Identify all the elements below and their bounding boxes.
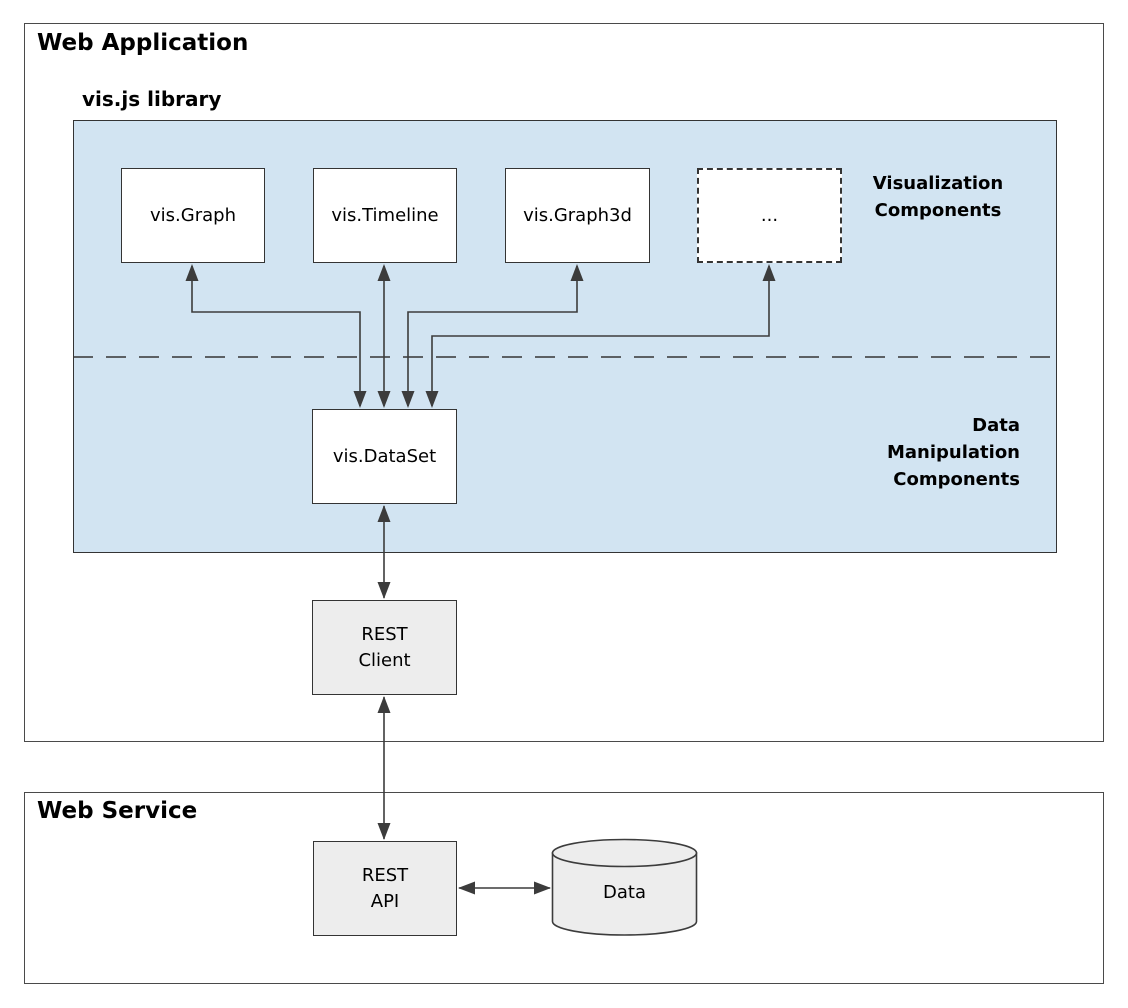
node-label: vis.Timeline bbox=[331, 204, 439, 226]
node-vis-timeline: vis.Timeline bbox=[313, 168, 457, 263]
label-line: Visualization bbox=[872, 173, 1004, 194]
visualization-components-label: Visualization Components bbox=[838, 170, 1038, 224]
node-placeholder: ... bbox=[697, 168, 842, 263]
node-label: ... bbox=[760, 204, 779, 226]
data-cylinder-label: Data bbox=[603, 882, 646, 903]
node-label-line: Client bbox=[358, 649, 411, 671]
web-application-title: Web Application bbox=[37, 30, 249, 56]
node-vis-graph: vis.Graph bbox=[121, 168, 265, 263]
label-line: Data bbox=[972, 415, 1020, 436]
node-vis-graph3d: vis.Graph3d bbox=[505, 168, 650, 263]
node-label-line: API bbox=[370, 890, 400, 912]
label-line: Components bbox=[874, 200, 1002, 221]
node-label-line: REST bbox=[361, 864, 409, 886]
data-manipulation-components-label: Data Manipulation Components bbox=[820, 412, 1020, 493]
node-label: vis.DataSet bbox=[332, 445, 437, 467]
web-service-title: Web Service bbox=[37, 798, 198, 824]
node-rest-client: REST Client bbox=[312, 600, 457, 695]
node-vis-dataset: vis.DataSet bbox=[312, 409, 457, 504]
web-service-box bbox=[24, 792, 1104, 984]
node-rest-api: REST API bbox=[313, 841, 457, 936]
web-application-box bbox=[24, 23, 1104, 742]
visjs-library-title: vis.js library bbox=[82, 87, 222, 111]
node-label: vis.Graph3d bbox=[523, 204, 632, 226]
node-label-line: REST bbox=[361, 623, 408, 645]
node-label: vis.Graph bbox=[150, 204, 236, 226]
label-line: Manipulation bbox=[886, 442, 1020, 463]
label-line: Components bbox=[893, 469, 1020, 490]
